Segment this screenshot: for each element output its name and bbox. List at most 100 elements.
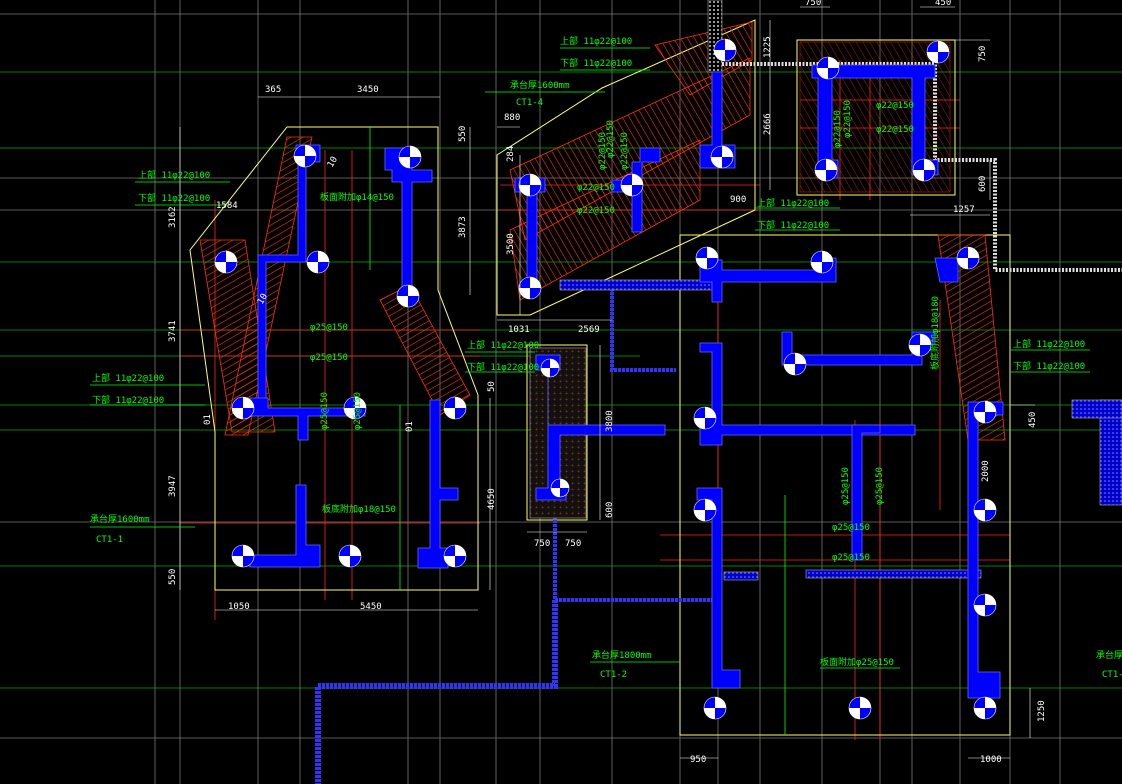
dimension-labels: 365 3450 550 3873 1584 3162 3741 3947 55… [168, 0, 1047, 765]
note-bottom-rebar-2: 下部 11φ22@100 [92, 394, 164, 406]
dim-3947: 3947 [168, 475, 178, 497]
note-bottom-rebar-3: 下部 11φ22@100 [560, 57, 632, 69]
pile-34 [540, 358, 560, 378]
dim-2666: 2666 [763, 113, 773, 135]
cap-right-top-outline [796, 39, 956, 196]
note-r22-e: φ22@150 [876, 101, 914, 111]
dim-1250: 1250 [1037, 700, 1047, 722]
cap-right-thickness: 承台厚 [1096, 649, 1122, 661]
piles [214, 38, 997, 720]
pile-21 [695, 246, 719, 270]
wall-c2 [384, 147, 433, 301]
hatch-bands [199, 21, 1006, 441]
note-r25-v2: φ25@150 [353, 392, 363, 430]
dim-1225: 1225 [763, 36, 773, 58]
pile-24 [783, 352, 807, 376]
dim-1257: 1257 [953, 205, 975, 215]
wall-c4 [249, 484, 321, 568]
dim-600b: 600 [978, 176, 988, 192]
cap-ct1-1-thickness: 承台厚1600mm [90, 513, 150, 525]
dim-3800: 3800 [605, 410, 615, 432]
dim-284: 284 [506, 146, 516, 162]
dim-600a: 600 [605, 502, 615, 518]
note-r22-h: φ22@150 [833, 110, 843, 148]
pile-30 [973, 593, 997, 617]
hatch-band-2 [199, 239, 276, 433]
note-r180: 板底附加φ18@180 [929, 296, 941, 370]
wall-c12 [781, 331, 936, 366]
pile-29 [973, 498, 997, 522]
leader-lines [90, 47, 1090, 735]
dim-750d: 750 [978, 46, 988, 62]
dim-10b: 10 [256, 292, 270, 306]
note-r25-h4: φ25@150 [832, 553, 870, 563]
pile-9 [231, 544, 255, 568]
note-r22-b: φ22@150 [577, 206, 615, 216]
cap-ct1-4-outline [496, 19, 756, 316]
wall-c8 [699, 71, 736, 169]
note-top-rebar-5: 上部 11φ22@100 [467, 339, 539, 351]
pile-5 [396, 284, 420, 308]
note-r25-h2: φ25@150 [310, 353, 348, 363]
pile-32 [848, 696, 872, 720]
pile-20 [912, 158, 936, 182]
note-top-rebar-3: 上部 11φ22@100 [560, 35, 632, 47]
annotation-labels: 上部 11φ22@100 下部 11φ22@100 上部 11φ22@100 下… [90, 35, 1122, 680]
dim-4650: 4650 [487, 488, 497, 510]
cap-ct1-2-thickness: 承台厚1800mm [592, 649, 652, 661]
cap-ct1-2-outline [679, 234, 1011, 736]
dim-01b: 01 [405, 421, 415, 432]
wall-c11 [934, 257, 959, 283]
note-top-rebar-1: 上部 11φ22@100 [138, 169, 210, 181]
dim-2569: 2569 [578, 325, 600, 335]
wall-c5 [417, 399, 459, 569]
note-r25-h3: φ25@150 [832, 523, 870, 533]
note-top-rebar-4: 上部 11φ22@100 [757, 197, 829, 209]
wall-c13 [699, 342, 916, 446]
shear-walls [249, 64, 1004, 699]
note-r25-v3: φ25@150 [841, 467, 851, 505]
pile-15 [713, 38, 737, 62]
wall-c16 [967, 401, 1004, 699]
pile-12 [518, 173, 542, 197]
dim-365: 365 [265, 85, 281, 95]
cap-ct1-4-thickness: 承台厚1600mm [510, 79, 570, 91]
pile-7 [343, 396, 367, 420]
dim-1584: 1584 [216, 201, 238, 211]
cap-ct1-2-name: CT1-2 [600, 670, 627, 680]
wall-c10 [699, 257, 837, 303]
pile-14 [620, 173, 644, 197]
wall-dotted-vertical [707, 0, 723, 73]
note-bottom-rebar-1: 下部 11φ22@100 [138, 192, 210, 204]
pile-35 [550, 478, 570, 498]
pile-4 [306, 250, 330, 274]
pile-19 [814, 158, 838, 182]
pile-13 [518, 276, 542, 300]
dim-3500: 3500 [506, 233, 516, 255]
dim-750c: 750 [805, 0, 821, 8]
dim-1050: 1050 [228, 602, 250, 612]
note-slab-c: 板面附加φ25@150 [820, 656, 894, 668]
pile-3 [214, 250, 238, 274]
pile-16 [710, 145, 734, 169]
note-r22-a: φ22@150 [577, 183, 615, 193]
pile-8 [443, 396, 467, 420]
dim-950: 950 [690, 755, 706, 765]
pile-2 [398, 145, 422, 169]
pile-17 [816, 56, 840, 80]
dimension-lines [179, 6, 1035, 759]
hatch-band-3 [379, 284, 471, 416]
pile-18 [926, 40, 950, 64]
pile-11 [443, 544, 467, 568]
dim-5450: 5450 [360, 602, 382, 612]
cap-ct1-1-name: CT1-1 [96, 535, 123, 545]
note-bottom-rebar-4: 下部 11φ22@100 [757, 219, 829, 231]
note-r22-f: φ22@150 [876, 125, 914, 135]
note-slab-b: 板底附加φ18@150 [322, 503, 396, 515]
pile-6 [231, 396, 255, 420]
dim-550a: 550 [458, 126, 468, 142]
dim-450b: 450 [1028, 412, 1038, 428]
note-r25-v4: φ25@150 [875, 467, 885, 505]
note-r22-d: φ22@150 [620, 132, 630, 170]
